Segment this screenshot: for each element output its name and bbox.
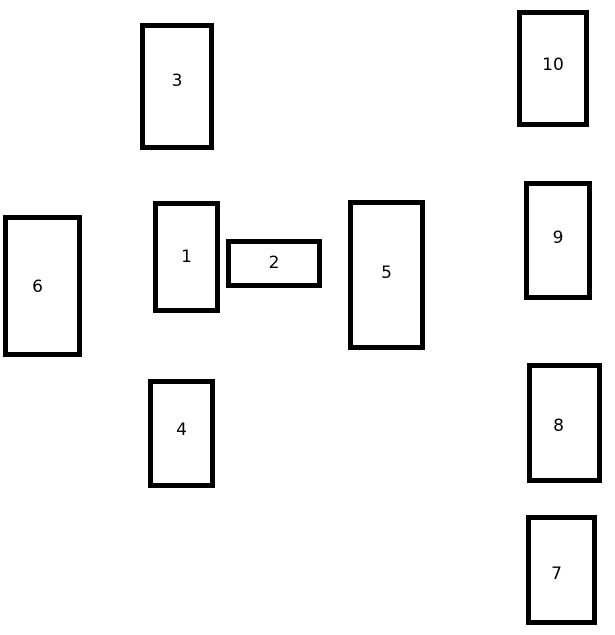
rectangle-4-label: 4 <box>176 420 187 440</box>
rectangle-1[interactable]: 1 <box>153 201 220 313</box>
rectangle-9-label: 9 <box>552 228 564 248</box>
rectangle-2[interactable]: 2 <box>226 239 322 288</box>
rectangle-5[interactable]: 5 <box>348 200 425 350</box>
rectangle-7[interactable]: 7 <box>526 515 597 625</box>
rectangle-9[interactable]: 9 <box>524 181 592 300</box>
rectangle-1-label: 1 <box>181 246 192 267</box>
rectangle-4[interactable]: 4 <box>148 379 215 488</box>
rectangle-10-label: 10 <box>542 55 564 75</box>
rectangle-6-label: 6 <box>32 276 43 297</box>
rectangle-2-label: 2 <box>268 253 280 273</box>
rectangle-10[interactable]: 10 <box>517 10 589 127</box>
rectangle-8[interactable]: 8 <box>527 363 602 483</box>
rectangle-3[interactable]: 3 <box>140 23 214 150</box>
rectangle-3-label: 3 <box>171 71 183 91</box>
rectangle-8-label: 8 <box>553 415 564 436</box>
rectangle-6[interactable]: 6 <box>3 215 82 357</box>
rectangle-7-label: 7 <box>551 563 562 584</box>
rectangle-5-label: 5 <box>381 262 392 283</box>
